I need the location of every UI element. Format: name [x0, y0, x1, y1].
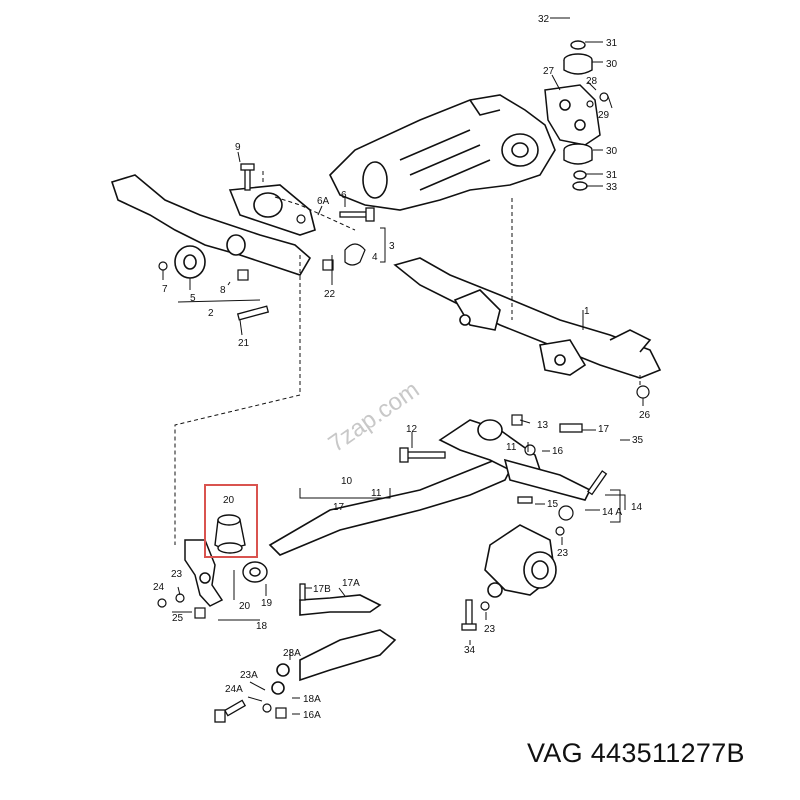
bush-20: [214, 514, 246, 554]
highlight-box: [204, 484, 258, 558]
nuts-and-washers: [157, 92, 650, 719]
mount-bracket: [544, 84, 601, 146]
part-label-17B: 17B: [313, 584, 331, 595]
differential-housing: [329, 94, 556, 211]
part-label-18A: 18A: [303, 694, 321, 705]
part-label-23A: 23A: [283, 648, 301, 659]
part-label-13: 13: [537, 420, 549, 431]
leader-lines: [162, 17, 644, 715]
part-label-18: 18: [256, 621, 268, 632]
part-label-12: 12: [406, 424, 418, 435]
part-label-27: 27: [543, 66, 555, 77]
part-label-7: 7: [162, 284, 168, 295]
part-label-32: 32: [538, 14, 550, 25]
group-brackets: [299, 227, 621, 523]
part-number-caption: VAG 443511277B: [527, 738, 745, 768]
part-label-31-lower: 31: [606, 170, 618, 181]
part-label-11-axle: 11: [371, 488, 382, 499]
part-label-17: 17: [598, 424, 610, 435]
rear-axle-beam: [268, 419, 592, 556]
part-label-3: 3: [389, 241, 395, 252]
rubber-mount-upper: [563, 40, 593, 75]
part-label-2: 2: [208, 308, 214, 319]
part-label-25: 25: [172, 613, 184, 624]
dashed-connection-lines: [174, 170, 641, 545]
part-label-22: 22: [324, 289, 336, 300]
rubber-mount-lower: [563, 143, 593, 191]
part-label-16A: 16A: [303, 710, 321, 721]
part-label-31: 31: [606, 38, 618, 49]
part-label-17A: 17A: [342, 578, 360, 589]
part-label-17-axle: 17: [333, 502, 345, 513]
part-label-21: 21: [238, 338, 250, 349]
watermark: 7zap.com: [324, 376, 425, 458]
part-label-28: 28: [586, 76, 598, 87]
part-label-6A: 6A: [317, 196, 330, 207]
part-label-1: 1: [584, 306, 590, 317]
part-label-4: 4: [372, 252, 378, 263]
part-label-23-low: 23: [484, 624, 496, 635]
part-label-35: 35: [632, 435, 644, 446]
part-label-6: 6: [341, 190, 347, 201]
part-label-11: 11: [506, 442, 517, 453]
part-label-20: 20: [223, 495, 235, 506]
part-label-15: 15: [547, 499, 559, 510]
part-label-26: 26: [639, 410, 651, 421]
left-subframe: [110, 174, 316, 279]
lower-trailing-arm: [271, 594, 397, 695]
part-label-20-lower: 20: [239, 601, 251, 612]
part-label-34: 34: [464, 645, 476, 656]
part-label-33: 33: [606, 182, 618, 193]
part-label-14: 14: [631, 502, 643, 513]
wheel-hub-carrier: [484, 524, 557, 598]
right-subframe: [393, 257, 662, 379]
bush-19: [242, 561, 268, 583]
part-label-8: 8: [220, 285, 226, 296]
part-label-23-hub: 23: [557, 548, 569, 559]
part-label-29: 29: [598, 110, 610, 121]
part-label-19: 19: [261, 598, 273, 609]
part-labels: 32 31 30 27 28 29 30 31 33 9 6A 6 3 4 22…: [153, 14, 651, 721]
part-label-10: 10: [341, 476, 353, 487]
part-label-23A-lower: 23A: [240, 670, 258, 681]
part-label-24: 24: [153, 582, 165, 593]
part-label-14A: 14 A: [602, 507, 622, 518]
part-label-16: 16: [552, 446, 564, 457]
part-label-30: 30: [606, 59, 618, 70]
part-label-5: 5: [190, 293, 196, 304]
part-label-24A: 24A: [225, 684, 243, 695]
part-label-23-left: 23: [171, 569, 183, 580]
part-label-9: 9: [235, 142, 241, 153]
bolts: [214, 163, 608, 723]
bracket-18: [184, 539, 224, 607]
part-label-30-lower: 30: [606, 146, 618, 157]
